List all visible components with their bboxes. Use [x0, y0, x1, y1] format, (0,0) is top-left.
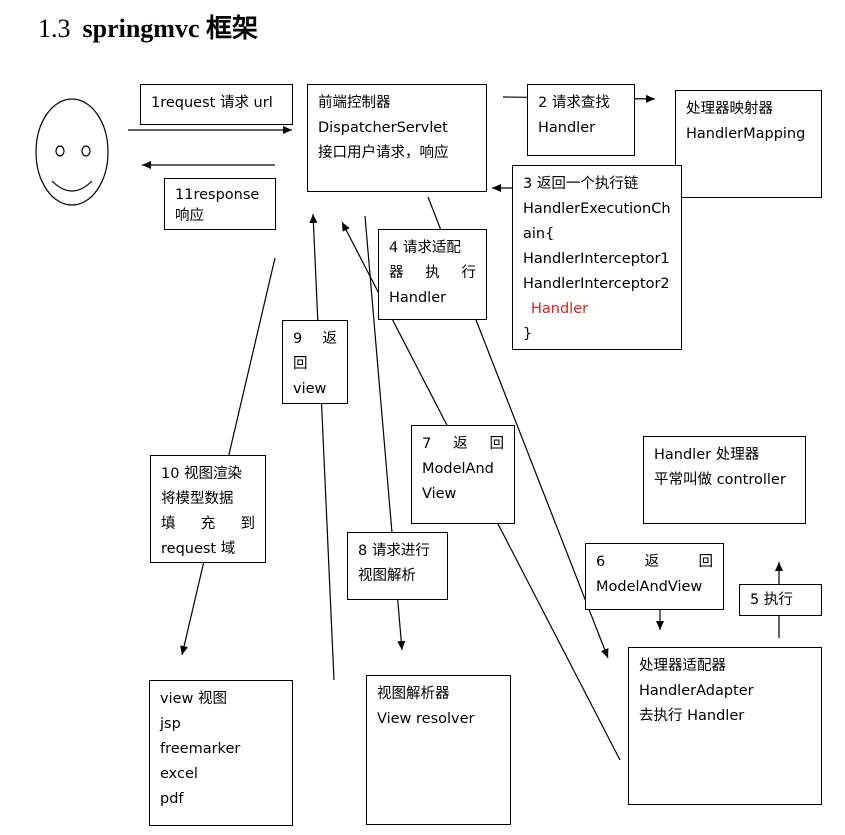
handler-line: 平常叫做 controller: [654, 472, 786, 488]
step3-line: 3 返回一个执行链: [523, 176, 639, 192]
handler-mapping-box: 处理器映射器 HandlerMapping: [675, 90, 822, 198]
page-title: 1.3 springmvc 框架: [38, 8, 258, 45]
step3-line: }: [523, 326, 533, 342]
step3-label: 3 返回一个执行链 HandlerExecutionCh ain{ HandlerIn…: [512, 165, 682, 350]
text-part: 充: [200, 516, 216, 532]
handler-line: Handler 处理器: [654, 447, 760, 463]
step3-line: ain{: [523, 226, 555, 242]
step4-line: 4 请求适配: [389, 240, 461, 256]
handler-mapping-line: HandlerMapping: [686, 126, 806, 142]
front-controller-line: 接口用户请求，响应: [318, 145, 449, 161]
view-line: pdf: [160, 791, 184, 807]
text-part: 6: [596, 554, 606, 570]
text-part: 填: [161, 516, 176, 532]
step3-line: HandlerExecutionCh: [523, 201, 671, 217]
step2-line: 2 请求查找: [538, 95, 610, 111]
step8-line: 视图解析: [358, 568, 416, 584]
step8-label: 8 请求进行视图解析: [347, 532, 448, 600]
text-part: 返: [453, 436, 468, 452]
view-box: view 视图 jsp freemarker excel pdf: [149, 680, 293, 826]
step9-line: view: [293, 381, 327, 397]
text-part: 到: [240, 516, 256, 532]
step7-line: View: [422, 486, 457, 502]
step2-line: Handler: [538, 120, 596, 136]
step2-label: 2 请求查找 Handler: [527, 84, 635, 156]
step7-line: ModelAnd: [422, 461, 494, 477]
step10-line: request 域: [161, 541, 236, 557]
step9-line: 回: [293, 356, 308, 372]
text-part: 行: [461, 265, 477, 281]
step3-line: HandlerInterceptor2: [523, 276, 670, 292]
view-line: freemarker: [160, 741, 241, 757]
step5-line: 5 执行: [750, 592, 793, 608]
step5-label: 5 执行: [739, 584, 822, 616]
step3-line: Handler: [531, 301, 589, 317]
step10-line: 10 视图渲染: [161, 466, 243, 482]
text-part: 器: [389, 265, 404, 281]
text-part: 9: [293, 331, 303, 347]
step4-line: Handler: [389, 290, 447, 306]
view-resolver-box: 视图解析器 View resolver: [366, 675, 511, 825]
response-label: 11response 响应: [164, 178, 276, 230]
request-label: 1request 请求 url: [140, 84, 293, 125]
step6-line: 6 返 回: [596, 550, 713, 575]
step6-line: ModelAndView: [596, 579, 703, 595]
step4-line: 器执行: [389, 261, 476, 286]
title-text: springmvc 框架: [82, 14, 259, 43]
request-line: 1request 请求 url: [151, 95, 273, 111]
text-part: 回: [698, 554, 713, 570]
handler-adapter-box: 处理器适配器 HandlerAdapter 去执行 Handler: [628, 647, 822, 805]
text-part: 回: [489, 436, 504, 452]
front-controller-line: 前端控制器: [318, 95, 391, 111]
front-controller-line: DispatcherServlet: [318, 120, 448, 136]
handler-adapter-line: 处理器适配器: [639, 658, 726, 674]
step10-line: 填充到: [161, 512, 255, 537]
front-controller-box: 前端控制器 DispatcherServlet 接口用户请求，响应: [307, 84, 487, 192]
step4-label: 4 请求适配器 执 行 Handler: [378, 229, 487, 320]
text-part: 执: [425, 265, 440, 281]
section-number: 1.3: [38, 14, 71, 43]
view-line: jsp: [160, 716, 181, 732]
step7-line: 7 返 回: [422, 432, 504, 457]
text-part: 返: [644, 554, 660, 570]
text-part: 返: [322, 331, 338, 347]
view-line: view 视图: [160, 691, 227, 707]
arrow-step9: [309, 213, 335, 681]
step8-line: 8 请求进行: [358, 543, 430, 559]
handler-adapter-line: 去执行 Handler: [639, 708, 745, 724]
handler-box: Handler 处理器平常叫做 controller: [643, 436, 806, 524]
user-smiley-icon: [35, 98, 109, 206]
step6-label: 6 返 回 ModelAndView: [585, 543, 724, 610]
handler-adapter-line: HandlerAdapter: [639, 683, 754, 699]
response-line: 响应: [175, 208, 204, 224]
text-part: 7: [422, 436, 432, 452]
view-line: excel: [160, 766, 198, 782]
response-line: 11response: [175, 187, 260, 203]
handler-mapping-line: 处理器映射器: [686, 101, 773, 117]
view-resolver-line: View resolver: [377, 711, 475, 727]
step10-line: 将模型数据: [161, 491, 234, 507]
step3-line: HandlerInterceptor1: [523, 251, 670, 267]
view-resolver-line: 视图解析器: [377, 686, 450, 702]
